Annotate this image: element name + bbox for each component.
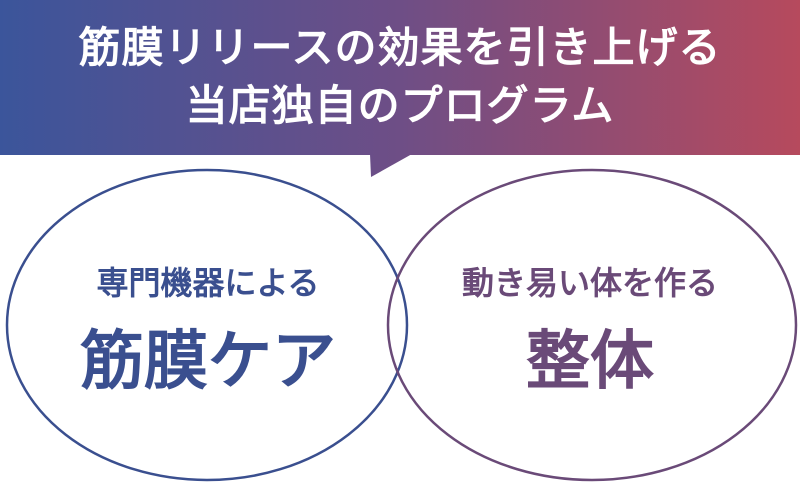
left-circle-title: 筋膜ケア [80,325,336,399]
header-title-line2: 当店独自のプログラム [185,81,615,130]
right-circle-title: 整体 [526,325,654,399]
right-circle [386,168,798,482]
right-circle-subtitle: 動き易い体を作る [461,264,718,302]
left-circle [5,168,409,482]
left-circle-subtitle: 専門機器による [96,264,320,302]
header-title-line1: 筋膜リリースの効果を引き上げる [78,23,722,72]
header-banner [0,0,800,155]
